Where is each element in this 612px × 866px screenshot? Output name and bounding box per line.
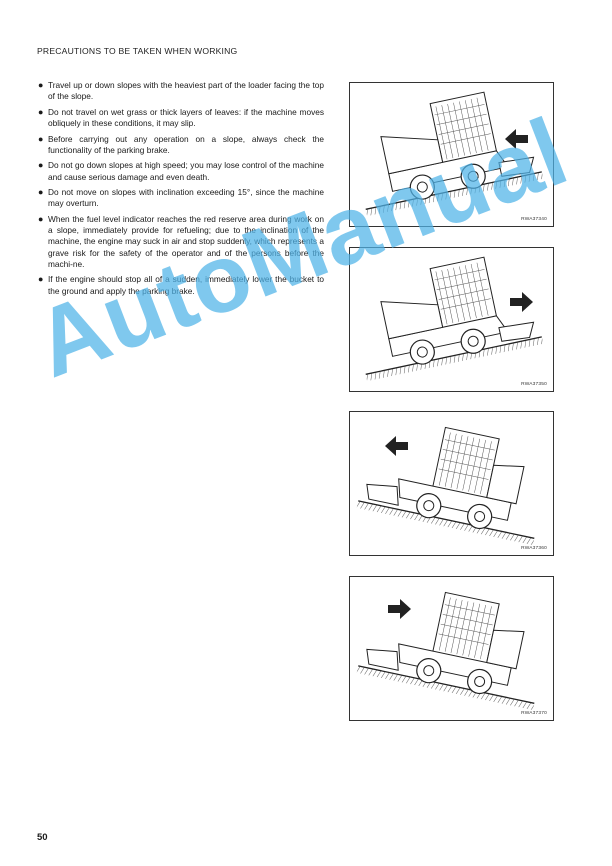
arrow-left-icon: [505, 129, 528, 149]
figure-code: RWA37350: [521, 382, 547, 387]
list-item: ● If the engine should stop all of a sudd…: [38, 274, 324, 296]
figure-code: RWA37360: [521, 546, 547, 551]
page-header: PRECAUTIONS TO BE TAKEN WHEN WORKING: [37, 46, 238, 56]
bullet-text: Do not go down slopes at high speed; you…: [48, 160, 324, 182]
bullet-icon: ●: [38, 187, 44, 198]
list-item: ● Before carrying out any operation on a …: [38, 134, 324, 156]
skid-steer-loader-illustration: [365, 91, 544, 217]
skid-steer-loader-illustration: [356, 591, 535, 711]
bullet-icon: ●: [38, 160, 44, 171]
bullet-icon: ●: [38, 274, 44, 285]
bullet-text: Do not travel on wet grass or thick laye…: [48, 106, 324, 128]
arrow-right-icon: [510, 292, 533, 312]
bullet-text: Travel up or down slopes with the heavie…: [48, 80, 324, 102]
precautions-list: ● Travel up or down slopes with the heavi…: [38, 80, 324, 301]
skid-steer-loader-illustration: [365, 256, 544, 382]
bullet-text: Do not move on slopes with inclination e…: [48, 187, 324, 209]
bullet-icon: ●: [38, 106, 44, 117]
figure-code: RWA37340: [521, 217, 547, 222]
bullet-icon: ●: [38, 213, 44, 224]
list-item: ● Travel up or down slopes with the heavi…: [38, 80, 324, 102]
bullet-icon: ●: [38, 133, 44, 144]
figure-code: RWA37370: [521, 711, 547, 716]
arrow-right-icon: [388, 599, 411, 619]
figure-loader-bucket-downhill-reverse: RWA37370: [349, 576, 554, 721]
list-item: ● Do not travel on wet grass or thick lay…: [38, 107, 324, 129]
list-item: ● Do not move on slopes with inclination …: [38, 187, 324, 209]
bullet-text: When the fuel level indicator reaches th…: [48, 213, 324, 269]
figure-loader-downhill-reverse: RWA37350: [349, 247, 554, 392]
arrow-left-icon: [385, 436, 408, 456]
bullet-text: Before carrying out any operation on a s…: [48, 133, 324, 155]
bullet-text: If the engine should stop all of a sudde…: [48, 274, 324, 296]
page-number: 50: [37, 832, 48, 843]
list-item: ● Do not go down slopes at high speed; yo…: [38, 160, 324, 182]
bullet-icon: ●: [38, 80, 44, 90]
figure-loader-uphill-forward: RWA37340: [349, 82, 554, 227]
skid-steer-loader-illustration: [356, 426, 535, 546]
figure-loader-bucket-downhill: RWA37360: [349, 411, 554, 556]
list-item: ● When the fuel level indicator reaches t…: [38, 214, 324, 270]
